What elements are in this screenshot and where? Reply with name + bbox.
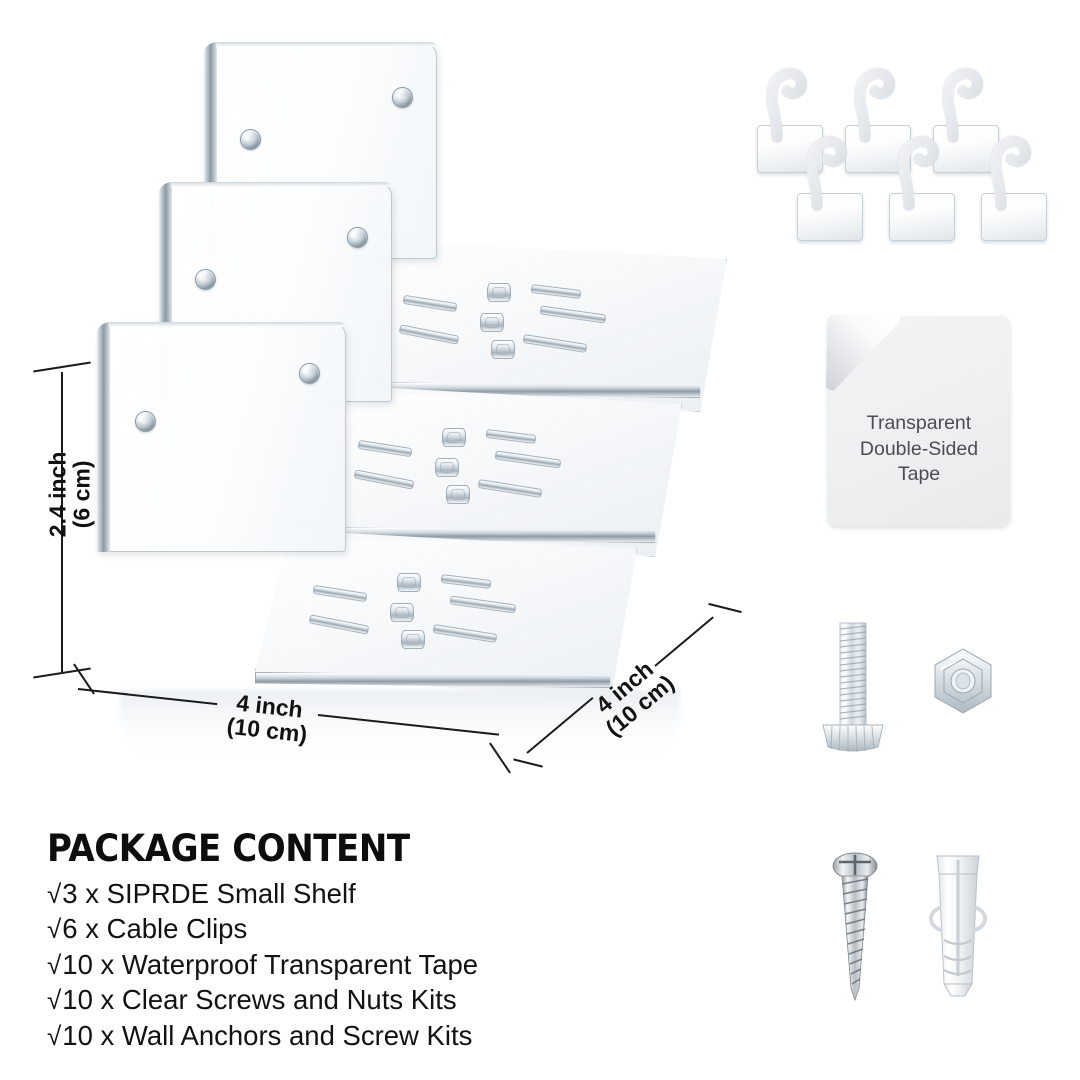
check-icon: √: [47, 1020, 62, 1051]
clip-adhesive-base: [797, 193, 863, 241]
mounting-screw-hole: [195, 269, 216, 290]
package-content-item: √ 10 x Clear Screws and Nuts Kits: [47, 982, 687, 1017]
package-content-item-label: 10 x Wall Anchors and Screw Kits: [62, 1019, 473, 1051]
panel-bevel: [109, 322, 345, 327]
mounting-screw-hole: [347, 227, 368, 248]
cable-clip: [797, 123, 871, 241]
clip-hook: [941, 55, 991, 144]
hardware-nut: [491, 340, 515, 359]
panel-bevel: [216, 42, 436, 47]
tape-label: Transparent Double-Sided Tape: [828, 411, 1010, 488]
hardware-nut: [480, 313, 504, 332]
wall-anchor: [929, 855, 987, 997]
package-content-item: √ 3 x SIPRDE Small Shelf: [47, 876, 687, 911]
shelf-bottom-back-panel: [96, 322, 346, 552]
package-content-item: √ 10 x Waterproof Transparent Tape: [47, 947, 687, 982]
clip-hook: [897, 123, 947, 212]
clear-hex-nut: [934, 648, 992, 714]
hardware-nut: [435, 458, 459, 477]
mounting-screw-hole: [392, 87, 413, 108]
package-content-item-label: 10 x Clear Screws and Nuts Kits: [62, 984, 457, 1016]
check-icon: √: [47, 949, 62, 980]
clip-adhesive-base: [889, 193, 955, 241]
package-content-section: PACKAGE CONTENT √ 3 x SIPRDE Small Shelf…: [47, 830, 687, 1053]
tape-label-line2: Double-Sided: [859, 437, 979, 460]
panel-bevel: [96, 322, 110, 552]
width-dim-label: 4 inch (10 cm): [226, 690, 311, 748]
height-dim-inch: 2.4 inch: [44, 451, 71, 538]
height-dim-line: [61, 372, 63, 672]
clip-hook: [989, 123, 1039, 212]
wall-anchor-and-screw-group: [815, 848, 1025, 1013]
package-content-item-label: 3 x SIPRDE Small Shelf: [62, 878, 356, 909]
tape-label-line1: Transparent: [866, 412, 972, 435]
tape-label-line3: Tape: [897, 463, 941, 486]
check-icon: √: [47, 879, 62, 909]
check-icon: √: [47, 914, 62, 945]
cable-clip: [889, 123, 963, 241]
package-content-item: √ 10 x Wall Anchors and Screw Kits: [47, 1018, 687, 1053]
hardware-nut: [442, 428, 466, 447]
cable-clip: [757, 55, 831, 173]
panel-bevel: [171, 182, 391, 187]
product-shelf-stack: [96, 42, 727, 760]
hardware-nut: [446, 485, 470, 504]
hardware-nut: [397, 573, 421, 592]
hardware-nut: [487, 283, 511, 302]
clip-hook: [853, 55, 903, 144]
cable-clips-group: [745, 45, 1065, 250]
package-content-title: PACKAGE CONTENT: [47, 827, 410, 870]
cable-clip: [981, 123, 1055, 241]
hardware-nut: [401, 630, 425, 649]
clip-hook: [805, 123, 855, 212]
mounting-screw-hole: [299, 363, 320, 384]
package-content-list: √ 3 x SIPRDE Small Shelf √ 6 x Cable Cli…: [47, 876, 687, 1053]
clear-screw: [822, 622, 884, 753]
double-sided-tape: Transparent Double-Sided Tape: [826, 315, 1010, 526]
clip-adhesive-base: [981, 193, 1047, 241]
package-content-item-label: 6 x Cable Clips: [62, 913, 248, 945]
clip-hook: [765, 55, 815, 144]
cable-clip: [845, 55, 919, 173]
wall-screw: [832, 852, 878, 1002]
package-content-item-label: 10 x Waterproof Transparent Tape: [62, 948, 479, 980]
package-content-item: √ 6 x Cable Clips: [47, 911, 687, 946]
clear-screw-and-nut-group: [815, 605, 1025, 765]
mounting-screw-hole: [240, 129, 261, 150]
hardware-nut: [390, 603, 414, 622]
check-icon: √: [47, 985, 62, 1016]
mounting-screw-hole: [135, 411, 156, 432]
height-dim-cm: (6 cm): [69, 460, 95, 529]
height-dim-label: 2.4 inch (6 cm): [44, 414, 95, 574]
